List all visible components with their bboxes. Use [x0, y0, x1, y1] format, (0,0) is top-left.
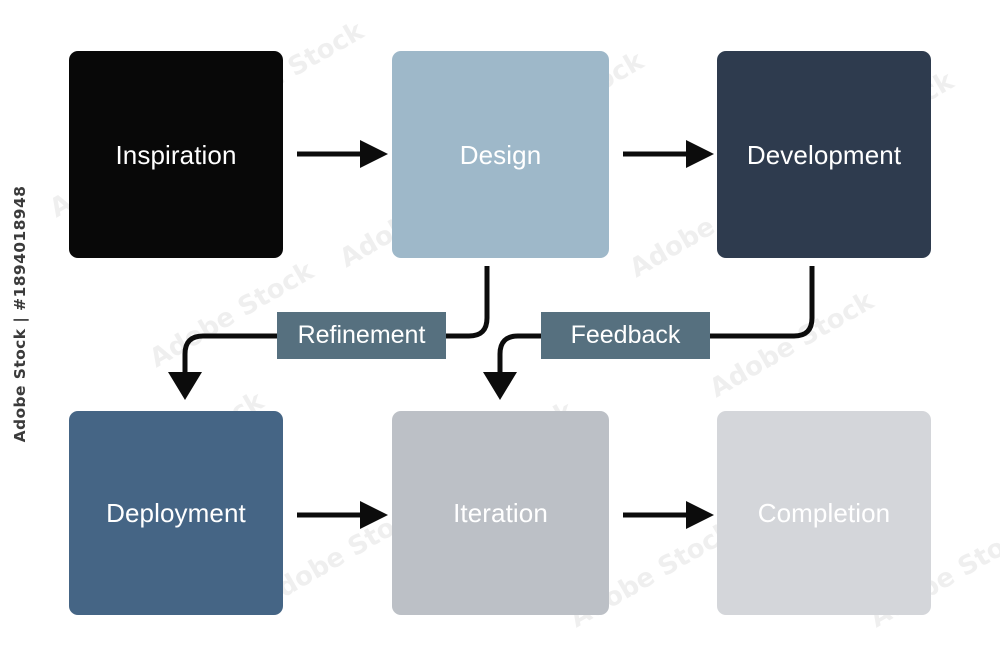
node-label-deployment: Deployment — [106, 498, 246, 528]
edge-development-iteration — [483, 266, 815, 400]
edge-design-deployment — [168, 266, 490, 400]
edge-design-development — [623, 140, 714, 168]
edge-inspiration-design — [297, 140, 388, 168]
node-iteration[interactable]: Iteration — [392, 411, 609, 615]
edge-label-feedback[interactable]: Feedback — [541, 312, 710, 359]
node-deployment[interactable]: Deployment — [69, 411, 283, 615]
node-inspiration[interactable]: Inspiration — [69, 51, 283, 258]
node-completion[interactable]: Completion — [717, 411, 931, 615]
edge-label-refinement-text: Refinement — [297, 321, 426, 349]
edge-label-feedback-text: Feedback — [570, 321, 681, 349]
node-design[interactable]: Design — [392, 51, 609, 258]
node-label-design: Design — [459, 139, 542, 170]
edge-iteration-completion — [623, 501, 714, 529]
node-label-completion: Completion — [757, 498, 891, 528]
node-development[interactable]: Development — [717, 51, 931, 258]
edge-deployment-iteration — [297, 501, 388, 529]
node-label-inspiration: Inspiration — [115, 139, 237, 170]
node-label-development: Development — [746, 139, 902, 170]
edge-label-refinement[interactable]: Refinement — [277, 312, 446, 359]
node-label-iteration: Iteration — [453, 498, 548, 528]
